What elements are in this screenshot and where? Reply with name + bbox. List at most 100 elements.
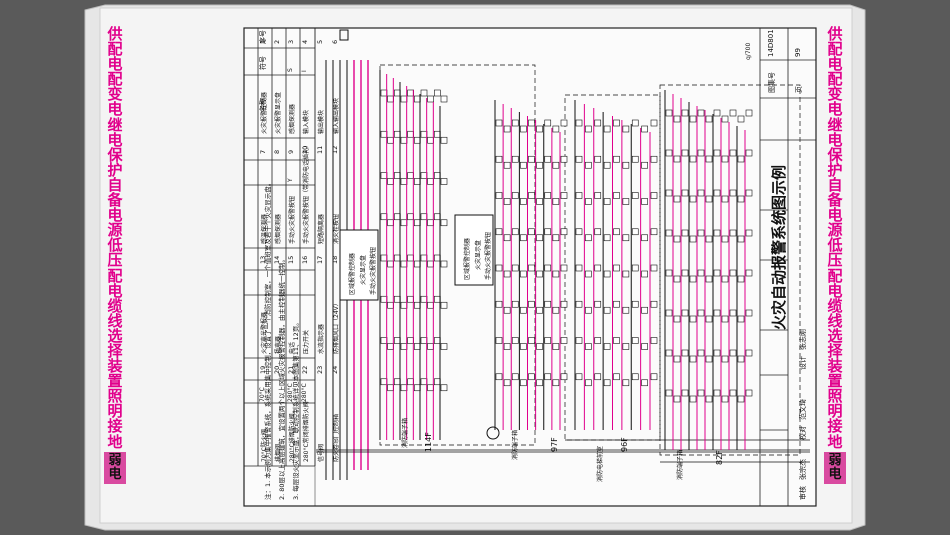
device-symbol: [400, 95, 408, 103]
device-symbol: [420, 172, 428, 179]
device-symbol: [380, 254, 388, 262]
device-symbol: [689, 395, 697, 403]
device-symbol: [650, 155, 658, 163]
left-index-char: 装: [107, 357, 123, 376]
device-symbol: [380, 295, 388, 303]
device-symbol: [380, 89, 388, 97]
right-side-index: 供配电配变电继电保护自备电源低压配电缆线选择装置照明接地 弱电: [824, 26, 846, 484]
device-symbol: [544, 155, 552, 163]
right-index-char: 护: [827, 160, 843, 179]
right-index-char: 选: [827, 326, 843, 345]
left-index-char: 缆: [107, 296, 123, 315]
device-symbol: [503, 270, 511, 278]
device-symbol: [544, 337, 552, 344]
device-symbol: [681, 309, 689, 317]
device-symbol: [552, 161, 560, 169]
device-symbol: [552, 234, 560, 242]
device-symbol: [511, 192, 519, 199]
device-symbol: [420, 295, 428, 303]
device-symbol: [552, 198, 560, 205]
device-symbol: [681, 269, 689, 277]
device-symbol: [544, 228, 552, 236]
device-symbol: [544, 300, 552, 308]
device-symbol: [585, 198, 592, 205]
device-symbol: [585, 125, 592, 133]
device-symbol: [427, 343, 434, 350]
device-symbol: [697, 269, 705, 277]
device-symbol: [594, 337, 602, 344]
right-index-char: 电: [827, 281, 843, 300]
device-symbol: [434, 295, 441, 303]
device-symbol: [536, 270, 543, 278]
device-symbol: [420, 337, 428, 344]
device-symbol: [520, 379, 527, 387]
device-symbol: [585, 270, 592, 278]
device-symbol: [613, 300, 620, 308]
device-symbol: [414, 384, 421, 392]
device-symbol: [440, 95, 448, 103]
device-symbol: [560, 373, 568, 381]
legend-row-number: 5: [316, 39, 324, 44]
device-symbol: [721, 275, 729, 283]
device-symbol: [631, 228, 639, 236]
left-side-index: 供配电配变电继电保护自备电源低压配电缆线选择装置照明接地 弱电: [104, 26, 126, 484]
legend-row-number: 16: [301, 255, 309, 264]
device-symbol: [544, 264, 552, 272]
device-symbol: [575, 264, 583, 272]
footer-role-design: 设计: [799, 356, 807, 370]
device-symbol: [622, 270, 630, 278]
device-symbol: [400, 343, 408, 350]
device-symbol: [536, 306, 543, 314]
device-symbol: [721, 315, 729, 323]
legend-row-name: 防火卷帘门控制箱: [333, 413, 340, 462]
device-symbol: [560, 228, 568, 236]
drawing-title: 火灾自动报警系统图示例: [770, 164, 788, 330]
device-symbol: [622, 234, 630, 242]
device-symbol: [495, 155, 503, 163]
device-symbol: [745, 309, 753, 317]
device-symbol: [427, 260, 434, 268]
device-symbol: [387, 178, 394, 185]
device-symbol: [528, 155, 535, 163]
corner-mark: [339, 29, 349, 41]
device-symbol: [729, 189, 737, 197]
left-index-char: 护: [107, 160, 123, 179]
device-symbol: [713, 109, 721, 117]
device-symbol: [552, 306, 560, 314]
device-symbol: [665, 309, 673, 317]
device-symbol: [427, 384, 434, 392]
legend-row-name: 280°C常闭排烟防火阀: [303, 401, 310, 462]
note-line: 3. 每层设火灾显示盘，联动控制系统详见本图集第11、12页。: [292, 319, 300, 500]
device-symbol: [622, 343, 630, 350]
device-symbol: [631, 337, 639, 344]
device-symbol: [560, 192, 568, 199]
device-symbol: [528, 300, 535, 308]
legend-row-symbol: I: [301, 70, 308, 72]
device-symbol: [665, 109, 673, 117]
device-symbol: [745, 109, 753, 117]
device-symbol: [387, 301, 394, 309]
device-symbol: [689, 115, 697, 123]
floor-label-1: 消防端子箱: [402, 417, 409, 448]
legend-row-name: 消火栓按钮: [333, 213, 340, 244]
legend-row-name: 输入模块: [303, 109, 310, 134]
device-symbol: [434, 337, 441, 344]
device-symbol: [631, 300, 639, 308]
device-symbol: [414, 219, 421, 227]
left-index-char: 变: [107, 85, 123, 104]
device-symbol: [729, 229, 737, 237]
device-symbol: [713, 189, 721, 197]
device-symbol: [511, 300, 519, 308]
device-symbol: [400, 301, 408, 309]
right-index-char: 地: [827, 432, 843, 451]
device-symbol: [520, 306, 527, 314]
device-symbol: [520, 125, 527, 133]
device-symbol: [427, 219, 434, 227]
device-symbol: [631, 119, 639, 127]
device-symbol: [495, 228, 503, 236]
device-symbol: [387, 219, 394, 227]
device-symbol: [536, 161, 543, 169]
device-symbol: [560, 264, 568, 272]
